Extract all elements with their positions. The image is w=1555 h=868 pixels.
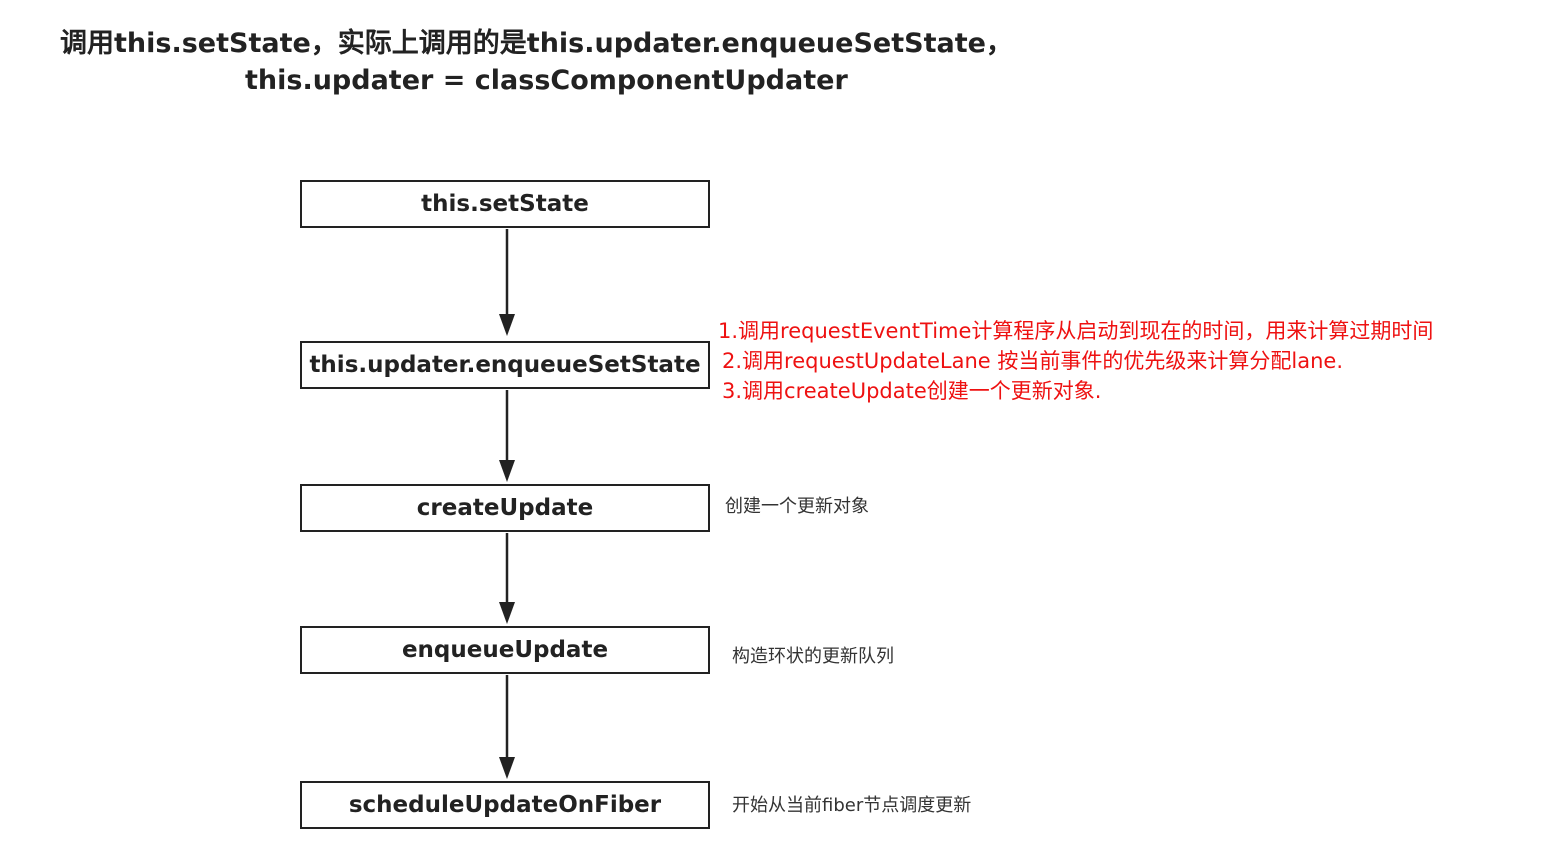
arrow-enqueuesetstate-to-createupdate: [499, 390, 515, 482]
arrow-createupdate-to-enqueueupdate: [499, 533, 515, 624]
diagram-title-line-1: 调用this.setState，实际上调用的是this.updater.enqu…: [60, 28, 1013, 59]
arrow-enqueueupdate-to-schedule: [499, 675, 515, 779]
arrow-setstate-to-enqueuesetstate: [499, 229, 515, 336]
step-enqueue-set-state: this.updater.enqueueSetState: [300, 341, 710, 389]
step-enqueue-update: enqueueUpdate: [300, 626, 710, 674]
step-create-update: createUpdate: [300, 484, 710, 532]
step-this-setstate: this.setState: [300, 180, 710, 228]
enqueue-update-note: 构造环状的更新队列: [732, 646, 894, 667]
enqueue-set-state-note-3: 3.调用createUpdate创建一个更新对象.: [722, 379, 1102, 403]
enqueue-set-state-note-2: 2.调用requestUpdateLane 按当前事件的优先级来计算分配lane…: [722, 349, 1343, 373]
diagram-title-line-2: this.updater = classComponentUpdater: [245, 65, 848, 96]
enqueue-set-state-note-1: 1.调用requestEventTime计算程序从启动到现在的时间，用来计算过期…: [718, 319, 1434, 343]
step-schedule-update-on-fiber: scheduleUpdateOnFiber: [300, 781, 710, 829]
schedule-update-note: 开始从当前fiber节点调度更新: [732, 795, 972, 816]
create-update-note: 创建一个更新对象: [725, 496, 869, 517]
